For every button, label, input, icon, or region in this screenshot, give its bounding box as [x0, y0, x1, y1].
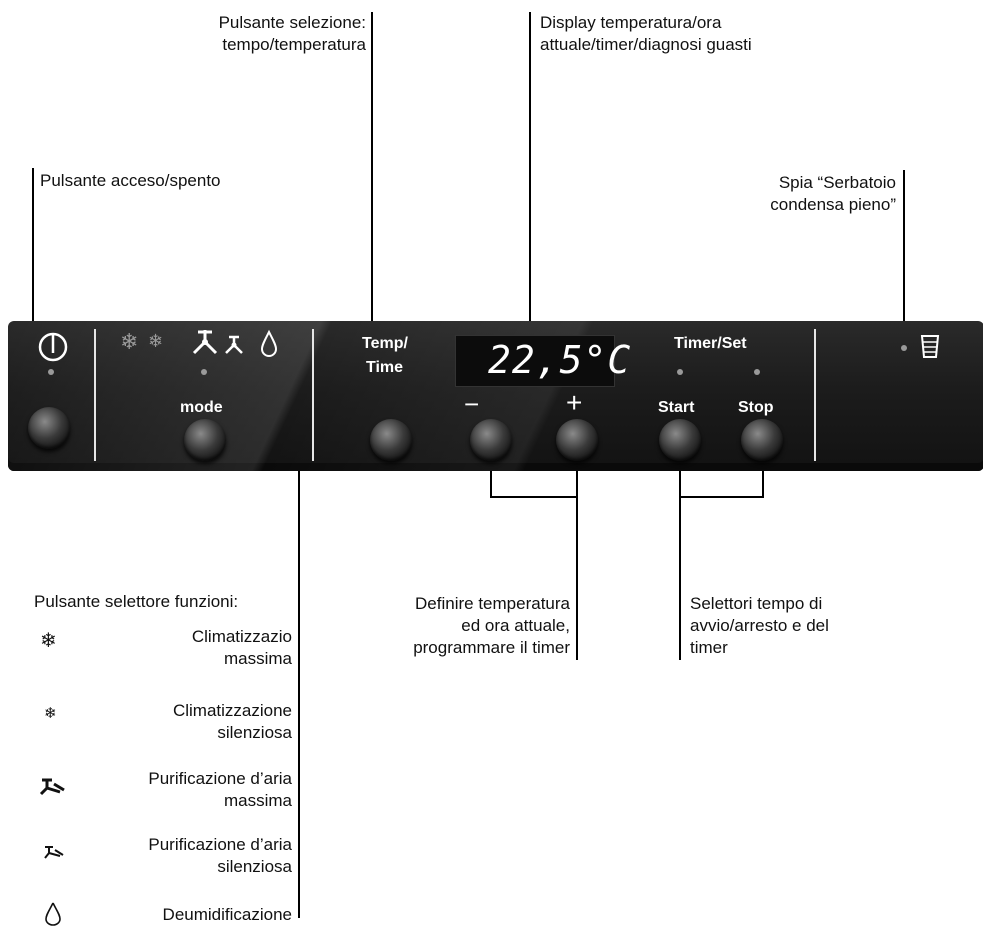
display-value: 22,5°C	[488, 338, 632, 382]
tank-callout-line1: Spia “Serbatoio	[778, 173, 896, 192]
stop-indicator	[754, 369, 760, 375]
temperature-display: 22,5°C	[455, 335, 630, 387]
fan-large-icon	[39, 778, 65, 796]
start-label: Start	[658, 399, 695, 416]
stop-label: Stop	[738, 399, 774, 416]
function-item-2-line1: Climatizzazione	[172, 701, 292, 720]
tank-icon	[920, 335, 940, 358]
timers-callout-line1: Selettori tempo di	[690, 594, 823, 613]
droplet-icon	[260, 329, 278, 357]
function-item-2-line2: silenziosa	[217, 723, 292, 742]
plus-label: +	[566, 387, 583, 418]
select-callout-line2: tempo/temperatura	[222, 35, 366, 54]
mode-indicator	[201, 369, 207, 375]
function-item-3-line1: Purificazione d’aria	[148, 769, 292, 788]
snowflake-small-icon: ❄	[148, 331, 164, 351]
tank-callout-line2: condensa pieno”	[770, 195, 896, 214]
mode-label: mode	[180, 399, 223, 416]
snowflake-large-icon: ❄	[120, 329, 139, 354]
control-panel: ❄ ❄ mode Temp/ Time 22,5°C − + Timer/Set…	[8, 321, 983, 471]
function-item-5-line1: Deumidificazione	[162, 905, 292, 924]
function-item-4-line2: silenziosa	[217, 857, 292, 876]
snowflake-large-icon: ❄	[40, 630, 57, 652]
temp-time-label-line2: Time	[366, 359, 404, 376]
display-callout-line1: Display temperatura/ora	[540, 13, 722, 32]
timer-set-label: Timer/Set	[674, 335, 747, 352]
minus-button[interactable]	[470, 419, 512, 461]
plus-button[interactable]	[556, 419, 598, 461]
fan-small-icon	[225, 335, 243, 354]
temp-time-label-line1: Temp/	[362, 335, 408, 352]
separator	[94, 329, 96, 461]
display-callout-line2: attuale/timer/diagnosi guasti	[540, 35, 752, 54]
stop-button[interactable]	[741, 419, 783, 461]
function-item-1-line2: massima	[223, 649, 292, 668]
separator	[814, 329, 816, 461]
minus-label: −	[464, 389, 480, 419]
fan-small-icon	[44, 846, 64, 859]
function-item-4-line1: Purificazione d’aria	[148, 835, 292, 854]
droplet-icon	[45, 902, 61, 926]
start-indicator	[677, 369, 683, 375]
select-callout-line1: Pulsante selezione:	[218, 13, 366, 32]
timers-callout-line3: timer	[690, 638, 728, 657]
timers-callout-line2: avvio/arresto e del	[690, 616, 829, 635]
power-indicator	[48, 369, 54, 375]
power-icon	[38, 332, 68, 362]
separator	[312, 329, 314, 461]
function-item-3-line2: massima	[223, 791, 292, 810]
temp-time-button[interactable]	[370, 419, 412, 461]
mode-button[interactable]	[184, 419, 226, 461]
functions-heading: Pulsante selettore funzioni:	[34, 592, 239, 611]
power-callout: Pulsante acceso/spento	[40, 171, 221, 190]
define-callout-line3: programmare il timer	[413, 638, 570, 657]
define-callout-line2: ed ora attuale,	[461, 616, 570, 635]
function-item-1-line1: Climatizzazio	[191, 627, 292, 646]
tank-full-indicator	[901, 345, 907, 351]
start-button[interactable]	[659, 419, 701, 461]
fan-large-icon	[192, 330, 218, 355]
define-callout-line1: Definire temperatura	[415, 594, 570, 613]
power-button[interactable]	[28, 407, 70, 449]
snowflake-small-icon: ❄	[44, 705, 57, 722]
